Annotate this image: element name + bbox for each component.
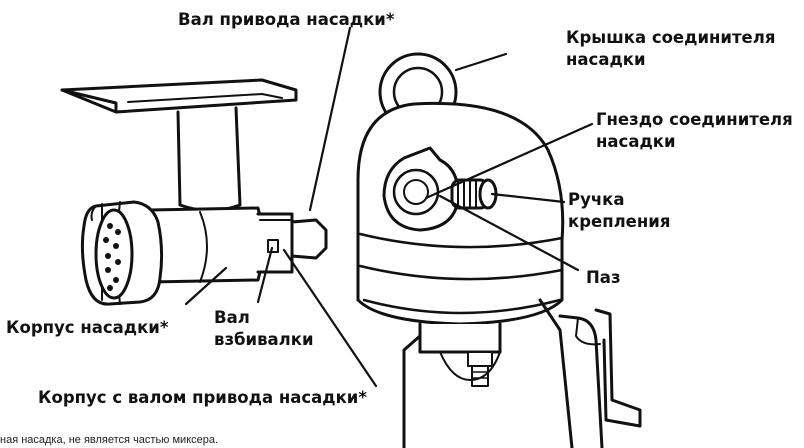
label-cover-line2: насадки <box>566 50 646 69</box>
plate-holes <box>103 223 121 291</box>
drive-shaft <box>290 218 328 260</box>
label-drive-shaft: Вал привода насадки* <box>178 10 395 29</box>
label-socket-line1: Гнездо соединителя <box>596 110 793 129</box>
label-whisk-line1: Вал <box>214 308 250 327</box>
grinder-attachment <box>60 78 328 306</box>
mixer-head <box>356 52 642 448</box>
leader-lines <box>184 26 594 388</box>
label-knob-line1: Ручка <box>568 190 625 209</box>
feed-neck <box>176 106 242 212</box>
grinder-plate <box>94 208 134 300</box>
label-groove: Паз <box>586 268 621 287</box>
bowl-lift-handle <box>594 308 642 428</box>
stand-arm <box>402 334 422 448</box>
footnote: ная насадка, не является частью миксера. <box>0 434 219 446</box>
label-whisk-line2: взбивалки <box>214 330 314 349</box>
label-socket-line2: насадки <box>596 132 676 151</box>
label-housing: Корпус с валом привода насадки* <box>38 388 367 407</box>
label-knob-line2: крепления <box>568 212 671 231</box>
head-neck <box>418 322 502 354</box>
label-cover-line1: Крышка соединителя <box>566 28 776 47</box>
hopper-tray <box>60 78 298 114</box>
label-body: Корпус насадки* <box>6 318 169 337</box>
